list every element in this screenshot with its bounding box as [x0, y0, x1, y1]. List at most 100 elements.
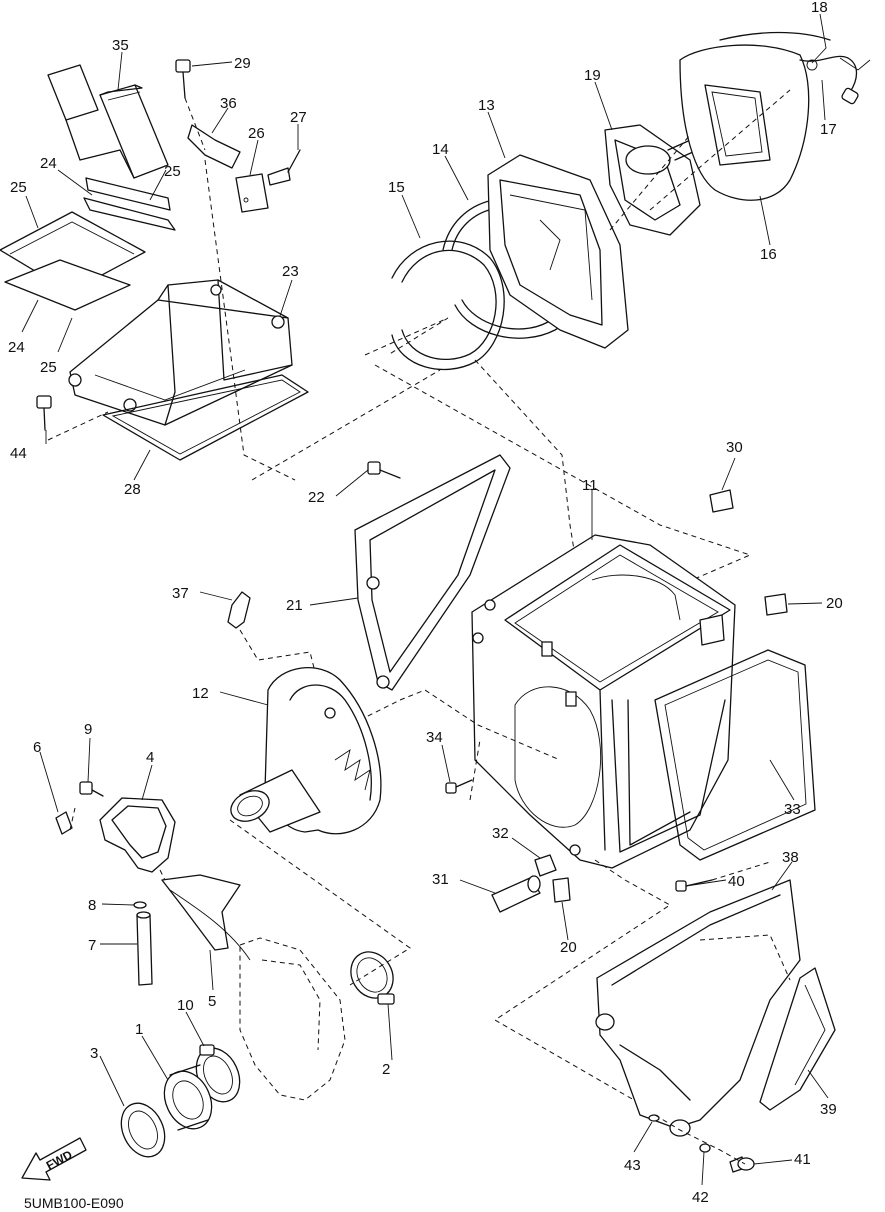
svg-text:24: 24: [8, 339, 25, 356]
part-gasket-5[interactable]: [161, 874, 241, 951]
part-bolt-41[interactable]: [729, 1156, 755, 1173]
part-carburetor-body: [169, 889, 346, 1101]
part-gasket-28[interactable]: [102, 374, 309, 461]
callout-2: 10: [177, 997, 205, 1047]
part-screw-27[interactable]: [267, 149, 301, 186]
svg-text:6: 6: [33, 739, 41, 756]
part-air-duct-cap-12[interactable]: [226, 667, 382, 835]
callout-1: 1: [135, 1021, 169, 1081]
callout-20-lower: 20: [560, 901, 577, 956]
part-filter-element-16[interactable]: [679, 44, 810, 201]
callout-15: 15: [388, 179, 421, 239]
callout-14: 14: [432, 141, 469, 201]
svg-text:20: 20: [826, 595, 843, 612]
svg-text:33: 33: [784, 801, 801, 818]
part-cap-4[interactable]: [99, 797, 176, 873]
part-cap-6[interactable]: [55, 811, 73, 835]
part-bolt-44[interactable]: [36, 395, 52, 431]
part-wire-18[interactable]: [719, 31, 871, 71]
part-hose-7[interactable]: [136, 911, 153, 986]
callout-23: 23: [279, 263, 299, 317]
part-side-cover-21[interactable]: [354, 454, 511, 691]
svg-text:25: 25: [164, 163, 181, 180]
part-clamp-8[interactable]: [133, 901, 147, 909]
callout-24-top: 24: [40, 155, 93, 196]
svg-text:30: 30: [726, 439, 743, 456]
part-screw-40[interactable]: [675, 879, 713, 892]
svg-text:22: 22: [308, 489, 325, 506]
part-joint-1[interactable]: [155, 1064, 220, 1137]
svg-text:42: 42: [692, 1189, 709, 1206]
svg-text:26: 26: [248, 125, 265, 142]
callout-6: 6: [33, 739, 59, 813]
callout-38: 38: [771, 849, 799, 891]
svg-text:5: 5: [208, 993, 216, 1010]
svg-text:17: 17: [820, 121, 837, 138]
part-band-3[interactable]: [113, 1096, 173, 1164]
part-element-cage-13[interactable]: [487, 154, 629, 349]
part-seal-plate-24-lower[interactable]: [4, 259, 131, 311]
svg-text:1: 1: [135, 1021, 143, 1038]
callout-11: 11: [582, 477, 598, 540]
svg-text:31: 31: [432, 871, 449, 888]
svg-text:3: 3: [90, 1045, 98, 1062]
part-element-holder-19[interactable]: [604, 124, 703, 236]
callout-39: 39: [807, 1069, 837, 1118]
part-screw-34[interactable]: [445, 779, 473, 794]
part-bolt-29[interactable]: [175, 59, 191, 99]
part-ring-15[interactable]: [391, 240, 505, 371]
callout-33: 33: [769, 759, 801, 818]
callout-30: 30: [721, 439, 743, 491]
part-screw-9[interactable]: [79, 781, 104, 797]
part-hose-31[interactable]: [491, 875, 541, 913]
callout-40: 40: [685, 873, 745, 890]
callout-22: 22: [308, 469, 369, 506]
svg-text:20: 20: [560, 939, 577, 956]
svg-text:11: 11: [582, 477, 598, 494]
callout-17: 17: [820, 79, 837, 138]
callout-41: 41: [753, 1151, 811, 1168]
svg-text:39: 39: [820, 1101, 837, 1118]
part-seal-strip-24-upper[interactable]: [83, 177, 176, 231]
guide-lines-upper-right: [251, 89, 791, 651]
part-screw-22[interactable]: [367, 461, 401, 479]
part-washer-42[interactable]: [699, 1143, 711, 1153]
part-washer-43[interactable]: [648, 1114, 660, 1122]
svg-text:2: 2: [382, 1061, 390, 1078]
part-bracket-36[interactable]: [187, 124, 241, 169]
part-band-10[interactable]: [343, 944, 402, 1006]
drawing-code: 5UMB100-E090: [24, 1195, 124, 1211]
part-clip-30[interactable]: [709, 489, 734, 513]
guide-lines-left: [69, 807, 411, 986]
svg-text:43: 43: [624, 1157, 641, 1174]
part-panel-plate-39[interactable]: [759, 967, 836, 1111]
guide-lines-centre: [239, 629, 671, 1116]
part-bracket-26[interactable]: [235, 173, 269, 213]
svg-text:12: 12: [192, 685, 209, 702]
part-duct-35[interactable]: [47, 64, 169, 179]
part-hose-holder-32[interactable]: [534, 854, 557, 877]
callout-35: 35: [112, 37, 129, 91]
svg-text:34: 34: [426, 729, 443, 746]
callout-42: 42: [692, 1151, 709, 1206]
callout-4: 4: [141, 749, 154, 801]
callout-20-right: 20: [787, 595, 843, 612]
svg-text:16: 16: [760, 246, 777, 263]
callout-43: 43: [624, 1121, 653, 1174]
part-clip-17[interactable]: [799, 55, 859, 105]
part-side-panel-38[interactable]: [595, 879, 801, 1137]
callout-27: 27: [290, 109, 307, 150]
callout-25-bottom: 25: [40, 317, 73, 376]
svg-text:35: 35: [112, 37, 129, 54]
guide-lines-lower-right: [654, 861, 791, 1165]
part-air-filter-case-11[interactable]: [471, 534, 736, 869]
part-joint-box-23[interactable]: [68, 279, 293, 426]
svg-text:27: 27: [290, 109, 307, 126]
part-clip-20-lower[interactable]: [552, 877, 571, 903]
part-bolt-37[interactable]: [227, 591, 251, 629]
part-gasket-33[interactable]: [654, 649, 816, 861]
svg-text:24: 24: [40, 155, 57, 172]
svg-text:4: 4: [146, 749, 154, 766]
part-clip-20-right[interactable]: [764, 593, 788, 616]
